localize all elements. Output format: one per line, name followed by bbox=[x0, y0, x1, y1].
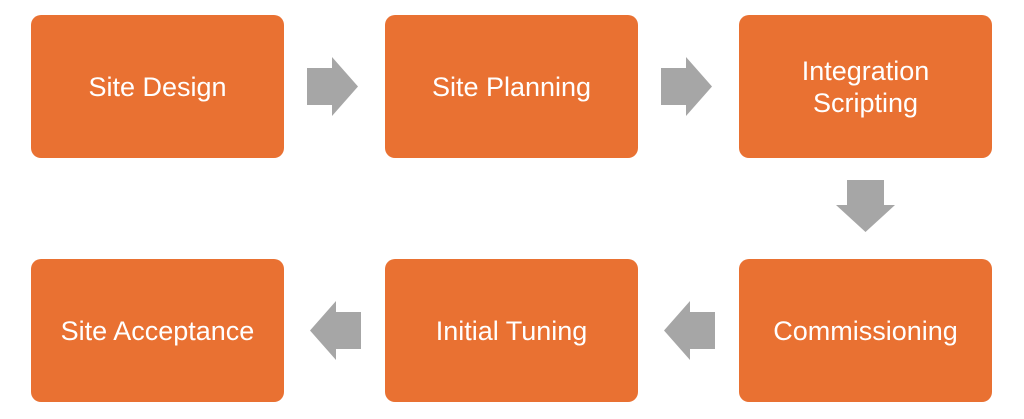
arrow-right-icon bbox=[661, 57, 712, 116]
step-label: Integration Scripting bbox=[801, 55, 930, 118]
arrow-right-icon bbox=[307, 57, 358, 116]
step-integration-scripting: Integration Scripting bbox=[739, 15, 992, 158]
step-label: Initial Tuning bbox=[435, 315, 588, 346]
step-site-design: Site Design bbox=[31, 15, 284, 158]
step-site-acceptance: Site Acceptance bbox=[31, 259, 284, 402]
step-label: Site Design bbox=[88, 71, 227, 102]
step-commissioning: Commissioning bbox=[739, 259, 992, 402]
arrow-down-icon bbox=[836, 180, 895, 232]
step-label: Site Planning bbox=[431, 71, 592, 102]
step-site-planning: Site Planning bbox=[385, 15, 638, 158]
step-initial-tuning: Initial Tuning bbox=[385, 259, 638, 402]
arrow-left-icon bbox=[310, 301, 361, 360]
arrow-left-icon bbox=[664, 301, 715, 360]
step-label: Commissioning bbox=[773, 315, 958, 346]
step-label: Site Acceptance bbox=[60, 315, 255, 346]
